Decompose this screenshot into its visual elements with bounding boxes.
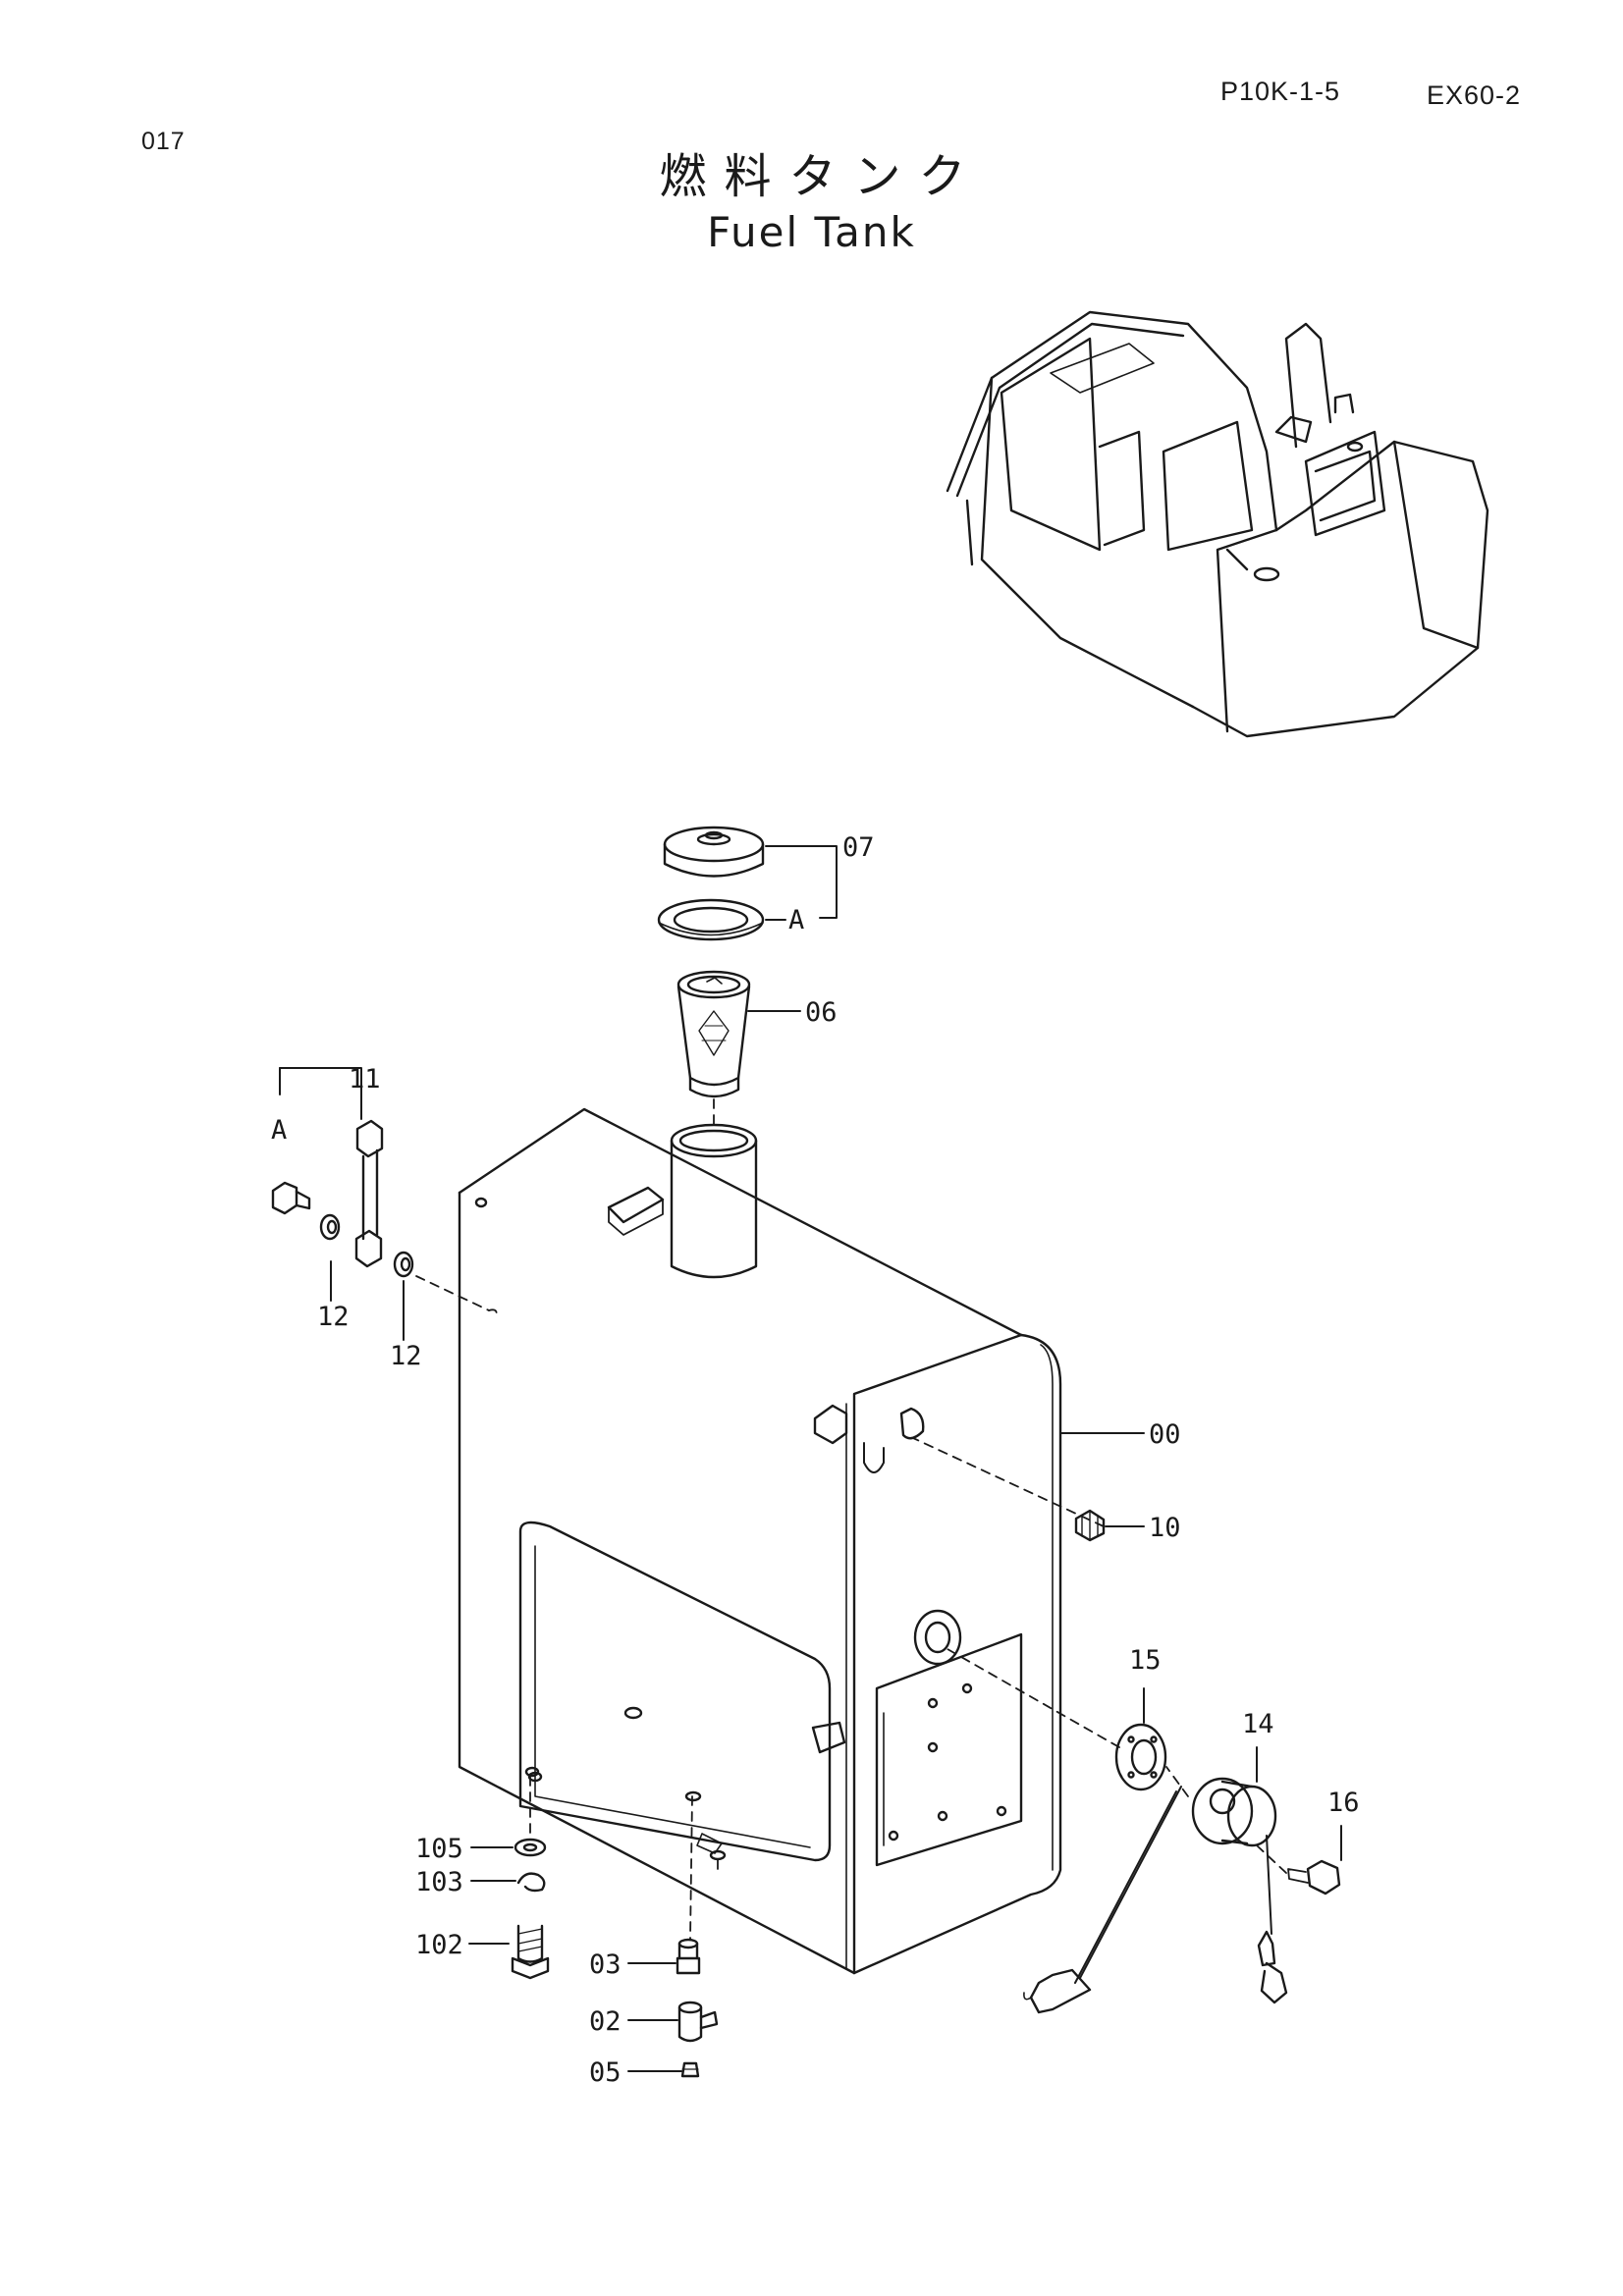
- callout-16: 16: [1327, 1788, 1360, 1818]
- callout-10: 10: [1149, 1513, 1181, 1543]
- fuel-level-sender: [1023, 1777, 1288, 2014]
- title-japanese: 燃料タンク: [659, 149, 984, 204]
- excavator-overview-illustration: [946, 310, 1489, 738]
- drain-cock-02: [677, 2001, 719, 2043]
- callout-a-gasket: A: [788, 905, 804, 935]
- bolt-16: [1287, 1859, 1341, 1896]
- gauge-bolt: [271, 1181, 311, 1215]
- callout-03: 03: [589, 1949, 622, 1980]
- drain-plug-05: [680, 2061, 700, 2078]
- washer-105: [514, 1838, 547, 1857]
- callout-103: 103: [415, 1867, 463, 1897]
- callout-05: 05: [589, 2057, 622, 2088]
- filler-neck: [670, 1123, 758, 1279]
- page-code: P10K-1-5: [1220, 77, 1341, 106]
- page-number: 017: [141, 128, 186, 155]
- model-number: EX60-2: [1427, 80, 1522, 110]
- level-gauge: [354, 1119, 384, 1268]
- fuel-tank-body: [458, 1107, 1062, 1975]
- callout-11: 11: [349, 1064, 381, 1095]
- callout-a-bolt: A: [271, 1115, 287, 1146]
- callout-102: 102: [415, 1930, 463, 1960]
- drain-valve-03: [676, 1938, 701, 1975]
- callout-12-a: 12: [317, 1302, 350, 1332]
- spring-washer-103: [516, 1872, 546, 1893]
- plug-10: [1074, 1509, 1106, 1542]
- callout-14: 14: [1242, 1709, 1274, 1739]
- assembly-guide-lines: [415, 1098, 1287, 1940]
- washer-12-a: [319, 1213, 341, 1241]
- fuel-cap: [663, 826, 765, 878]
- callout-07: 07: [842, 832, 875, 863]
- callout-105: 105: [415, 1834, 463, 1864]
- callout-leader-lines: [279, 845, 1342, 2072]
- title-english: Fuel Tank: [707, 208, 916, 256]
- filler-strainer: [676, 970, 751, 1098]
- washer-12-b: [393, 1251, 414, 1278]
- callout-15: 15: [1129, 1645, 1162, 1676]
- callout-labels: 07 A 06 11 A 12 12 00 10 15 14 16 105 10…: [271, 832, 1360, 2088]
- callout-02: 02: [589, 2006, 622, 2037]
- callout-06: 06: [805, 997, 838, 1028]
- cap-gasket: [657, 898, 765, 941]
- sender-gasket: [1114, 1723, 1167, 1791]
- callout-00: 00: [1149, 1419, 1181, 1450]
- bolt-102: [511, 1924, 550, 1980]
- callout-12-b: 12: [390, 1341, 422, 1371]
